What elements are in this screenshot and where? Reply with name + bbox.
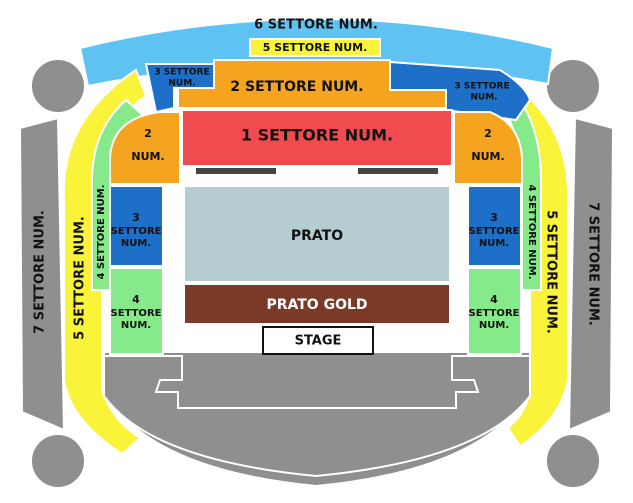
corner-circle-bottom-right (545, 433, 601, 489)
section-5-top-label: 5 SETTORE NUM. (263, 41, 368, 54)
section-4-right-label-1: 4 (490, 293, 498, 306)
section-4-right-label-2: SETTORE (469, 308, 520, 319)
section-3-left[interactable] (109, 185, 164, 267)
section-3-top-left-label-2: NUM. (168, 79, 195, 89)
section-7-right[interactable] (567, 116, 615, 432)
section-4-left-label-2: SETTORE (111, 308, 162, 319)
section-7-right-label: 7 SETTORE NUM. (586, 202, 601, 326)
section-3-top-right-label-1: 3 SETTORE (454, 82, 509, 92)
section-4-right[interactable] (467, 267, 522, 355)
section-2-left-label-2: NUM. (131, 150, 164, 163)
section-3-right[interactable] (467, 185, 522, 267)
section-3-right-label-1: 3 (490, 211, 498, 224)
section-2-top-label: 2 SETTORE NUM. (230, 79, 363, 95)
section-2-left[interactable] (109, 111, 181, 185)
corner-circle-top-right (545, 58, 601, 114)
section-4-strip-right-label: 4 SETTORE NUM. (526, 184, 537, 279)
section-5-right-label: 5 SETTORE NUM. (544, 210, 559, 334)
floor-area (103, 355, 531, 478)
section-3-left-label-2: SETTORE (111, 226, 162, 237)
section-5-left-label: 5 SETTORE NUM. (73, 216, 88, 340)
section-3-right-label-2: SETTORE (469, 226, 520, 237)
section-1-label: 1 SETTORE NUM. (241, 126, 393, 145)
stage (262, 326, 374, 355)
section-prato[interactable] (183, 185, 451, 283)
section-7-left[interactable] (18, 116, 66, 432)
section-prato-gold[interactable] (183, 283, 451, 325)
section-4-left-label-1: 4 (132, 293, 140, 306)
section-4-right-label-3: NUM. (479, 320, 509, 331)
section-5-top[interactable] (249, 38, 381, 57)
section-7-left-label: 7 SETTORE NUM. (33, 210, 48, 334)
section-prato-label: PRATO (291, 228, 343, 244)
section-3-top-right-label-2: NUM. (470, 93, 497, 103)
section-3-left-label-3: NUM. (121, 238, 151, 249)
section-2-right-label-2: NUM. (471, 150, 504, 163)
section-2-right-label-1: 2 (484, 127, 492, 140)
corner-circle-bottom-left (30, 433, 86, 489)
section-prato-gold-label: PRATO GOLD (266, 297, 367, 313)
barrier-bar-left (196, 168, 276, 174)
section-6-label: 6 SETTORE NUM. (254, 18, 378, 33)
section-1[interactable] (181, 109, 453, 167)
section-3-top-left-label-1: 3 SETTORE (154, 68, 209, 78)
barrier-bar-right (358, 168, 438, 174)
section-2-right[interactable] (453, 111, 523, 185)
section-3-left-label-1: 3 (132, 211, 140, 224)
section-4-left-label-3: NUM. (121, 320, 151, 331)
section-2-top[interactable] (177, 59, 447, 109)
stage-label: STAGE (295, 334, 342, 349)
corner-circle-top-left (30, 58, 86, 114)
section-3-right-label-3: NUM. (479, 238, 509, 249)
section-2-left-label-1: 2 (144, 127, 152, 140)
section-4-left[interactable] (109, 267, 164, 355)
section-4-strip-left-label: 4 SETTORE NUM. (96, 184, 107, 279)
